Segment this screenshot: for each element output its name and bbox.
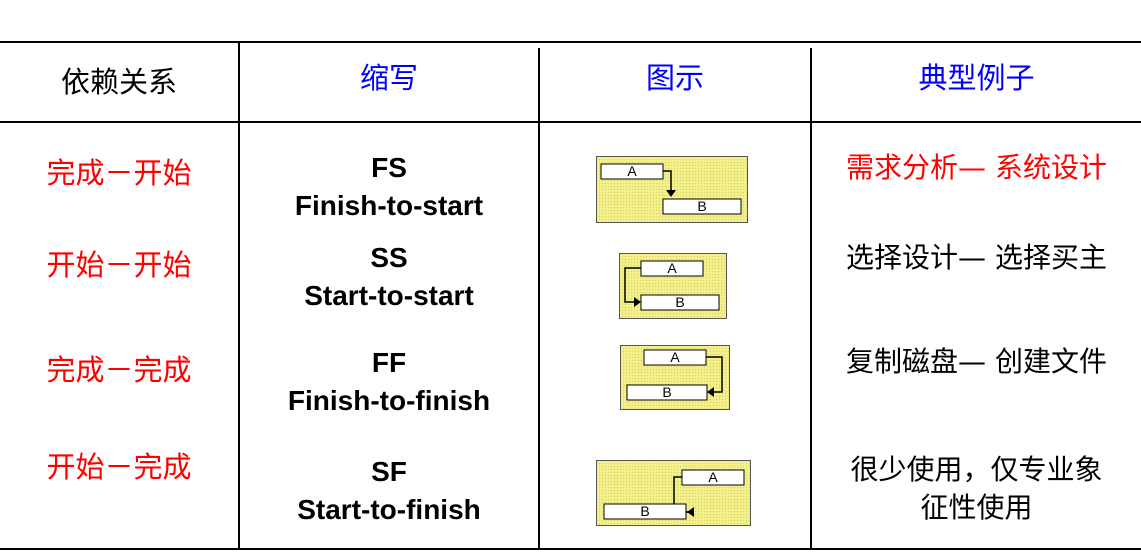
diagram-start-to-start: A B: [619, 253, 727, 319]
task-b-label: B: [662, 384, 671, 400]
abbr-full: Finish-to-start: [294, 190, 484, 221]
table-top-rule: [0, 41, 1141, 43]
abbr-full: Finish-to-finish: [287, 385, 491, 416]
diagram-finish-to-finish: A B: [620, 345, 730, 410]
dependency-ff: 完成－完成: [46, 353, 192, 387]
example-line-2: 征性使用: [920, 491, 1033, 524]
task-a-label: A: [667, 260, 677, 276]
diagram-finish-to-start: A B: [596, 156, 748, 223]
task-b-label: B: [640, 503, 649, 519]
abbr-full: Start-to-finish: [297, 494, 481, 525]
column-divider-2: [538, 48, 540, 548]
dependency-ss: 开始－开始: [46, 248, 192, 282]
header-diagram: 图示: [645, 61, 704, 95]
header-bottom-rule: [0, 121, 1141, 123]
dependency-sf: 开始－完成: [46, 450, 192, 484]
task-a-label: A: [670, 349, 680, 365]
abbr-code: FF: [371, 347, 407, 378]
abbreviation-ss: SS Start-to-start: [240, 237, 538, 317]
header-abbreviation: 缩写: [359, 61, 418, 95]
column-divider-3: [810, 48, 812, 548]
dependency-fs: 完成－开始: [46, 156, 192, 190]
example-ss: 选择设计— 选择买主: [846, 241, 1107, 274]
task-b-label: B: [697, 198, 706, 214]
column-divider-1: [238, 43, 240, 548]
abbr-code: SS: [370, 242, 408, 273]
task-a-label: A: [627, 163, 637, 179]
header-dependency: 依赖关系: [60, 65, 177, 99]
task-b-label: B: [675, 294, 684, 310]
example-fs: 需求分析— 系统设计: [846, 151, 1107, 184]
abbreviation-fs: FS Finish-to-start: [240, 147, 538, 227]
example-sf: 很少使用，仅专业象 征性使用: [812, 447, 1141, 531]
abbr-code: FS: [371, 152, 407, 183]
table-bottom-rule: [0, 548, 1141, 550]
abbr-full: Start-to-start: [304, 280, 474, 311]
diagram-start-to-finish: A B: [596, 460, 751, 526]
abbreviation-sf: SF Start-to-finish: [240, 451, 538, 531]
abbr-code: SF: [371, 456, 407, 487]
task-a-label: A: [708, 469, 718, 485]
example-ff: 复制磁盘— 创建文件: [846, 345, 1107, 378]
header-example: 典型例子: [918, 61, 1035, 95]
example-line-1: 很少使用，仅专业象: [850, 453, 1103, 486]
abbreviation-ff: FF Finish-to-finish: [240, 342, 538, 422]
